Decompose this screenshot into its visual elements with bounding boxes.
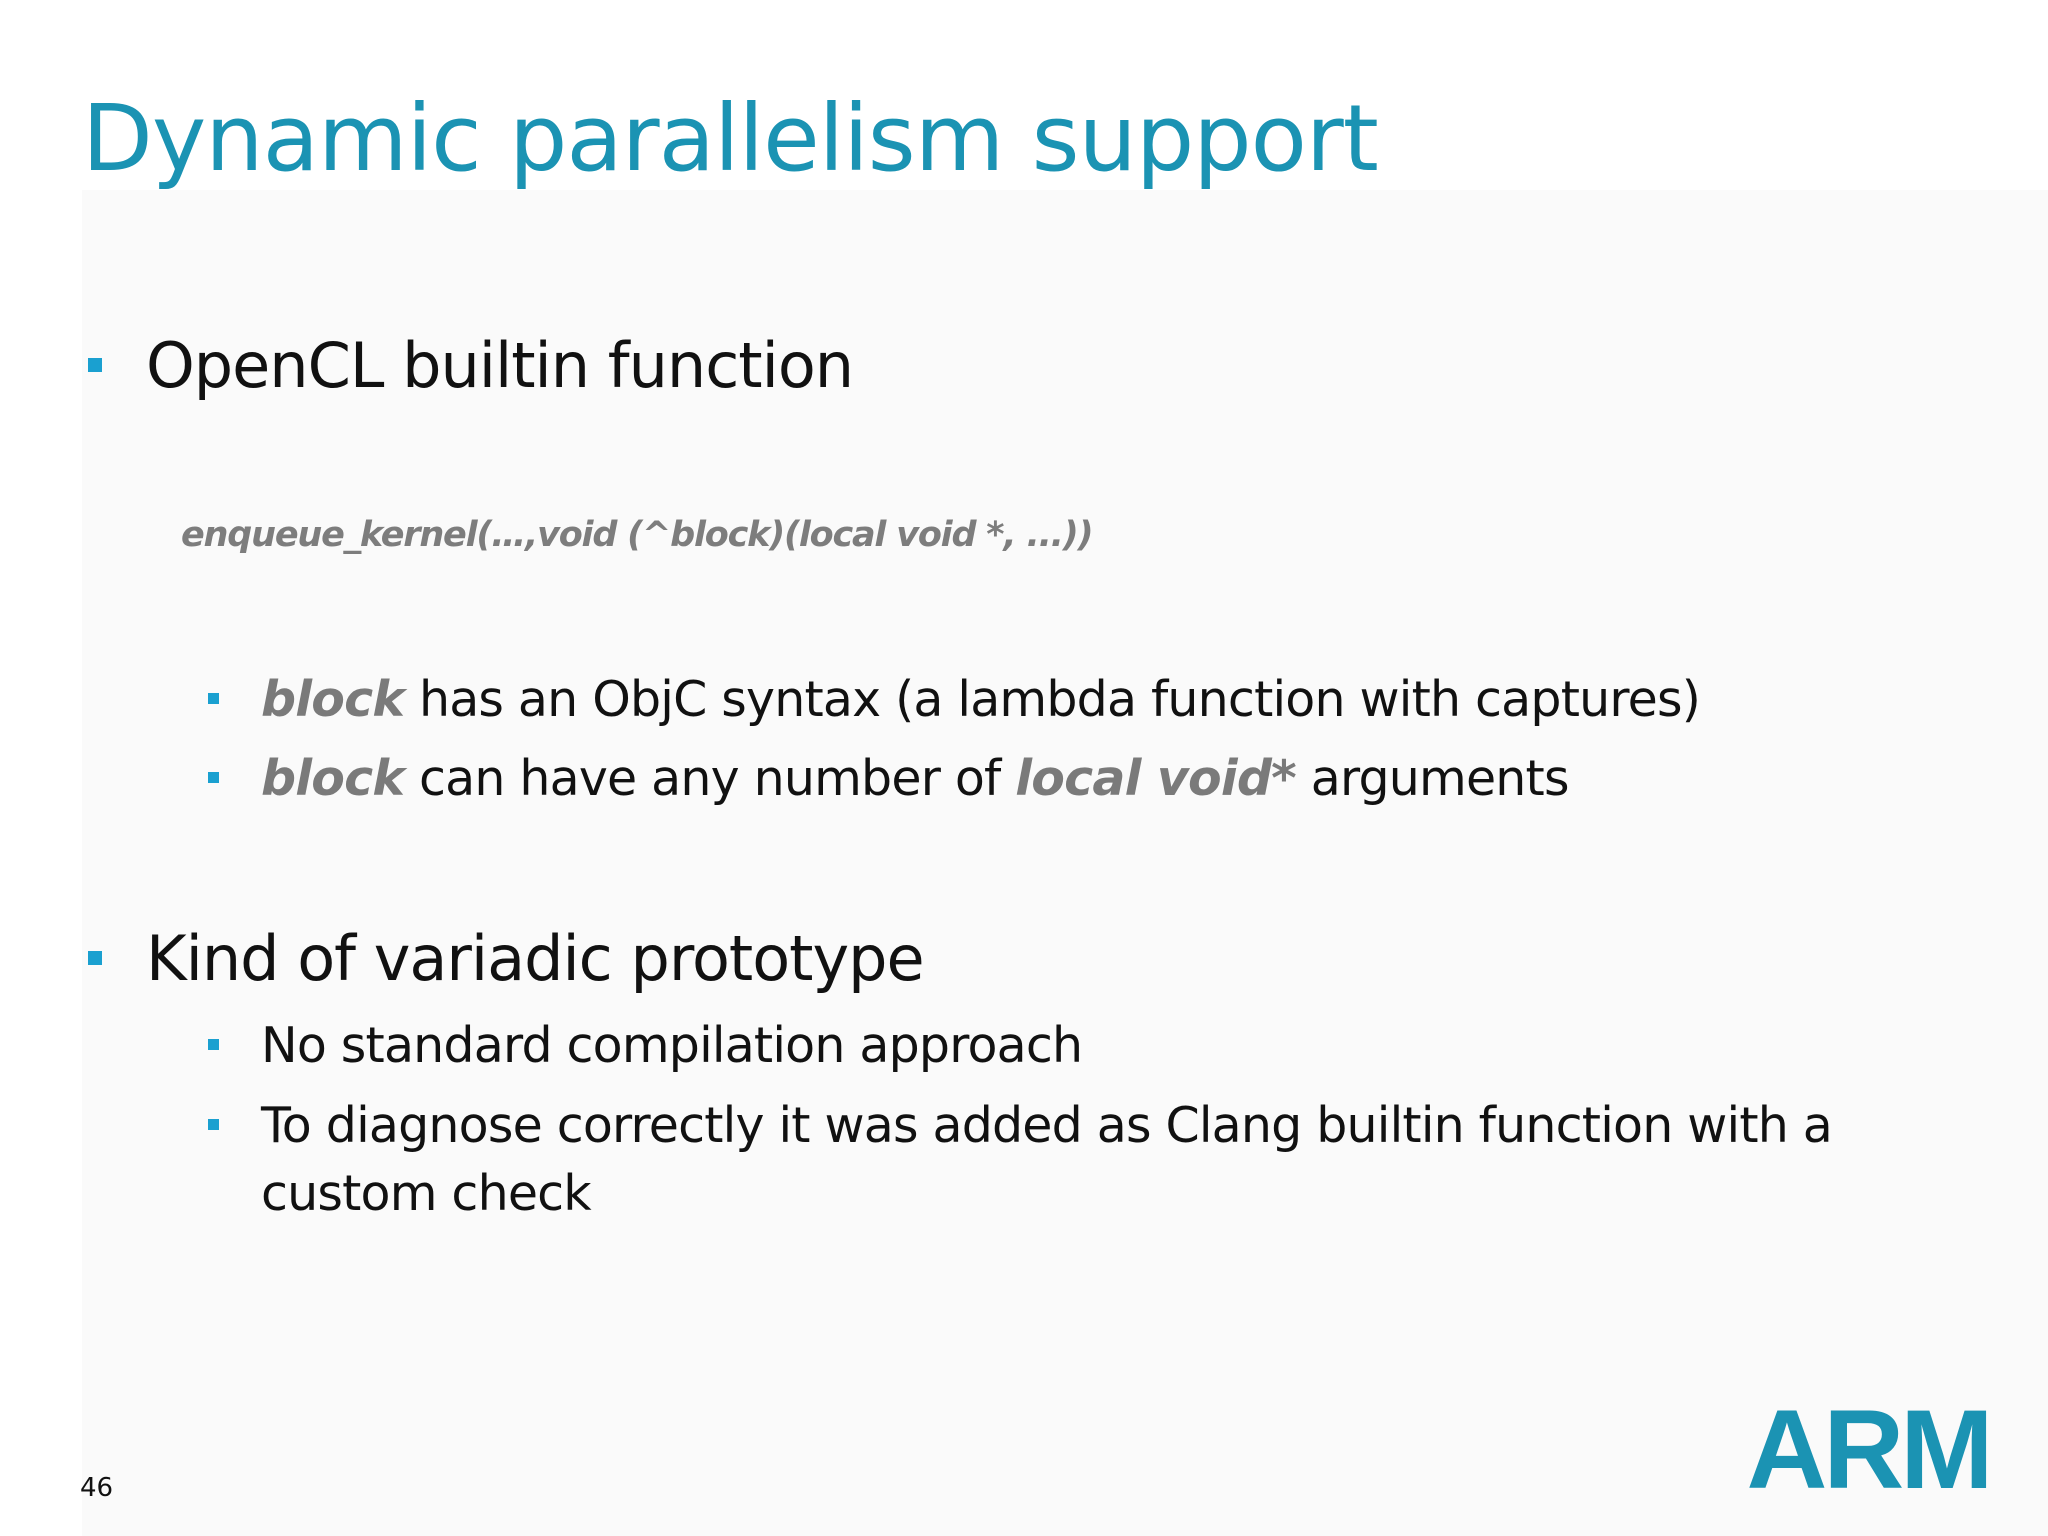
arm-logo-text: ARM [1746,1396,1989,1496]
bullet-square-icon [208,693,219,704]
bullet-square-icon [88,951,102,965]
emphasis-block: block [261,671,405,728]
code-signature: enqueue_kernel(…,void (^block)(local voi… [181,515,1094,555]
bullet-text: Kind of variadic prototype [146,922,925,995]
sub-bullet-text: block has an ObjC syntax (a lambda funct… [261,667,1701,733]
bullet-square-icon [208,1039,219,1050]
bullet-text: OpenCL builtin function [146,329,854,402]
content-panel [82,190,2048,1536]
bullet-square-icon [208,772,219,783]
sub-bullet-text: block can have any number of local void*… [261,746,1570,812]
sub-bullet-rest: has an ObjC syntax (a lambda function wi… [404,671,1701,728]
slide-title: Dynamic parallelism support [82,85,1379,192]
emphasis-block: block [261,750,405,807]
sub-bullet-rest: arguments [1295,750,1570,807]
arm-logo: ARM [1746,1396,1993,1496]
bullet-square-icon [88,358,102,372]
bullet-square-icon [208,1119,219,1130]
page-number: 46 [80,1473,114,1503]
emphasis-local-void: local void* [1015,750,1297,807]
sub-bullet-mid: can have any number of [404,750,1016,807]
sub-bullet-text: To diagnose correctly it was added as Cl… [261,1097,1833,1154]
sub-bullet-text: No standard compilation approach [261,1017,1083,1074]
sub-bullet-text-continued: custom check [261,1165,592,1222]
